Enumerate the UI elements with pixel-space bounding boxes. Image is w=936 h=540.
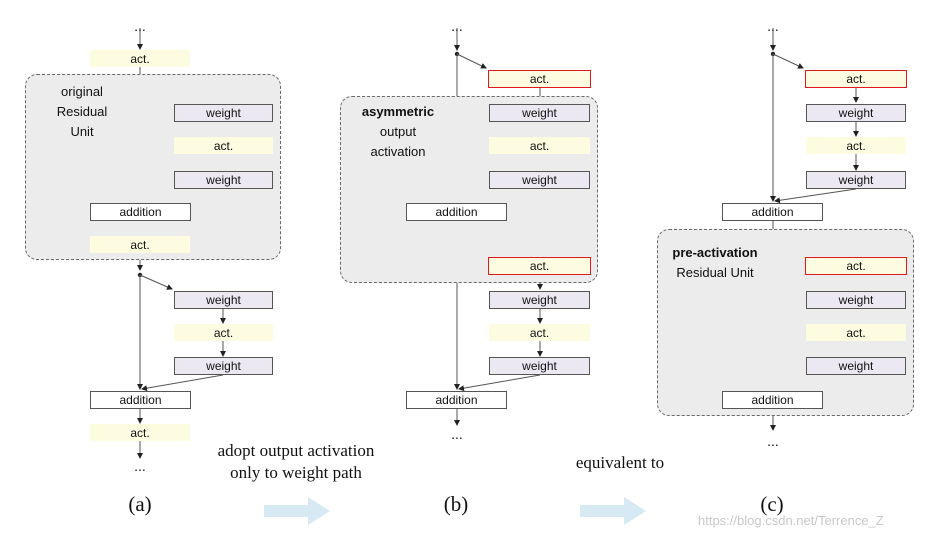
note-adopt-line1: adopt output activation <box>217 441 375 460</box>
connector-line-32 <box>458 374 541 392</box>
c-weight-box-4: weight <box>806 357 906 375</box>
connector-line-14 <box>141 374 224 392</box>
a-act-box-3: act. <box>90 236 190 253</box>
a-weight-box-2: weight <box>174 171 273 189</box>
group-label-asymmetric-line2: output <box>379 124 417 139</box>
group-label-preactivation-line2: Residual Unit <box>676 265 754 280</box>
c-addition-box-2: addition <box>722 391 823 409</box>
group-label-original-line1: original <box>61 84 103 99</box>
big-arrow-right-icon-2 <box>580 497 646 525</box>
c-top-ellipsis: ... <box>767 18 779 34</box>
b-act-box-2: act. <box>489 137 590 154</box>
c-act-box-highlighted-1: act. <box>805 70 907 88</box>
b-act-box-4: act. <box>489 324 590 341</box>
c-act-box-4: act. <box>806 324 906 341</box>
a-top-ellipsis: ... <box>134 18 146 34</box>
group-label-original-line2: Residual <box>56 104 108 119</box>
c-weight-box-2: weight <box>806 171 906 189</box>
c-addition-box-1: addition <box>722 203 823 221</box>
a-act-box-1: act. <box>90 50 190 67</box>
note-equivalent-to: equivalent to <box>545 452 695 474</box>
note-adopt-line2: only to weight path <box>230 463 362 482</box>
a-weight-box-1: weight <box>174 104 273 122</box>
c-bottom-ellipsis: ... <box>767 433 779 449</box>
connector-line-37 <box>772 53 804 69</box>
b-top-ellipsis: ... <box>451 18 463 34</box>
b-weight-box-1: weight <box>489 104 590 122</box>
b-act-box-highlighted-1: act. <box>488 70 591 88</box>
a-act-box-2: act. <box>174 137 273 154</box>
connector-line-41 <box>774 188 857 204</box>
a-act-box-5: act. <box>90 424 190 441</box>
caption-a: (a) <box>128 492 152 516</box>
b-weight-box-4: weight <box>489 357 590 375</box>
group-label-asymmetric: asymmetric output activation <box>350 102 446 162</box>
caption-b: (b) <box>443 492 469 516</box>
caption-c: (c) <box>760 492 784 516</box>
group-label-asymmetric-bold: asymmetric <box>361 104 435 119</box>
b-addition-box-2: addition <box>406 391 507 409</box>
b-bottom-ellipsis: ... <box>451 426 463 442</box>
c-weight-box-1: weight <box>806 104 906 122</box>
a-bottom-ellipsis: ... <box>134 458 146 474</box>
group-label-preactivation: pre-activation Residual Unit <box>662 243 768 283</box>
b-addition-box-1: addition <box>406 203 507 221</box>
group-asymmetric-output-activation <box>340 96 598 283</box>
big-arrow-right-icon <box>264 497 330 525</box>
note-equivalent-line: equivalent to <box>575 453 665 472</box>
group-label-asymmetric-line3: activation <box>370 144 426 159</box>
connector-line-20 <box>456 53 487 69</box>
a-act-box-4: act. <box>174 324 273 341</box>
group-label-preactivation-bold: pre-activation <box>672 245 758 260</box>
a-addition-box-2: addition <box>90 391 191 409</box>
a-weight-box-4: weight <box>174 357 273 375</box>
b-weight-box-3: weight <box>489 291 590 309</box>
group-label-original-line3: Unit <box>70 124 94 139</box>
note-adopt-output-activation: adopt output activation only to weight p… <box>196 440 396 484</box>
c-act-box-2: act. <box>806 137 906 154</box>
b-act-box-highlighted-2: act. <box>488 257 591 275</box>
a-weight-box-3: weight <box>174 291 273 309</box>
a-addition-box-1: addition <box>90 203 191 221</box>
c-act-box-highlighted-2: act. <box>805 257 907 275</box>
b-weight-box-2: weight <box>489 171 590 189</box>
group-label-original: original Residual Unit <box>44 82 120 142</box>
c-weight-box-3: weight <box>806 291 906 309</box>
watermark: https://blog.csdn.net/Terrence_Z <box>698 513 884 528</box>
connector-line-11 <box>139 274 173 290</box>
